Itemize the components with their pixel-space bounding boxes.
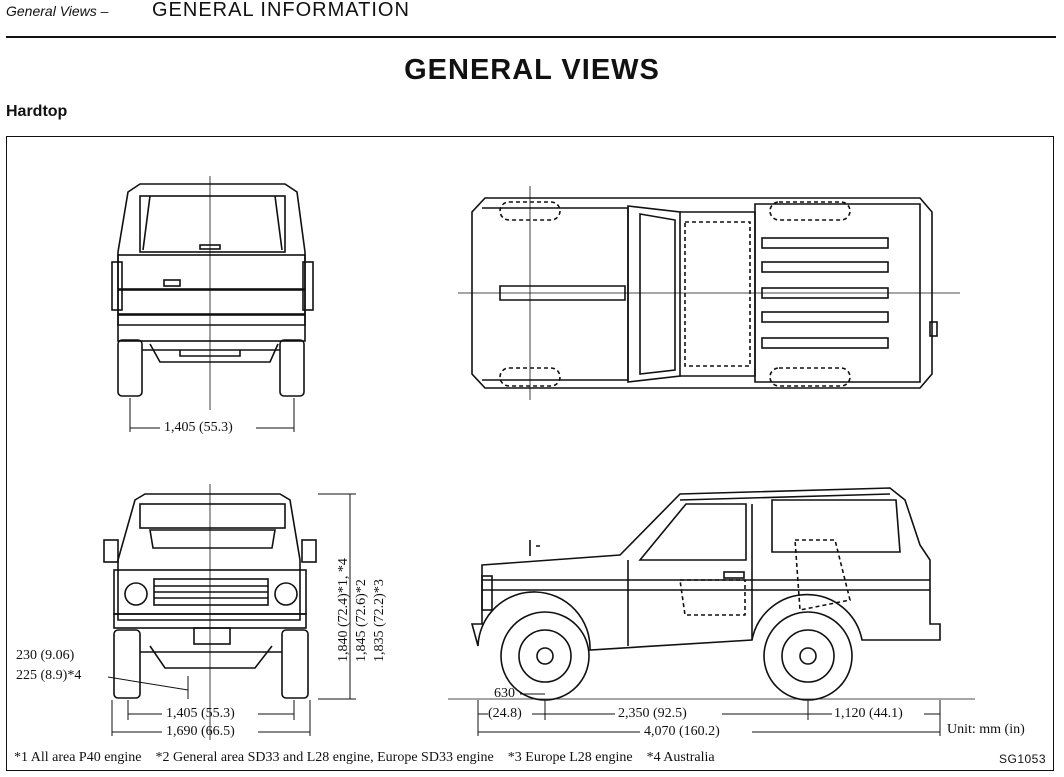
page-title: GENERAL VIEWS	[404, 54, 660, 86]
page-header: General Views – GENERAL INFORMATION	[6, 0, 1056, 38]
dim-overall-length: 4,070 (160.2)	[644, 724, 720, 739]
dimension-lines	[107, 398, 941, 736]
dim-height-2: 1,845 (72.6)*2	[354, 579, 369, 662]
footnote-1: *1 All area P40 engine	[14, 750, 142, 765]
front-view-drawing	[103, 484, 317, 740]
side-view-drawing	[448, 487, 975, 701]
dim-wheelbase: 2,350 (92.5)	[618, 706, 687, 721]
header-section: General Views –	[6, 3, 109, 19]
rear-view-drawing	[111, 176, 314, 410]
footnotes: *1 All area P40 engine *2 General area S…	[14, 750, 715, 766]
footnote-2: *2 General area SD33 and L28 engine, Eur…	[155, 750, 494, 765]
footnote-3: *3 Europe L28 engine	[507, 750, 633, 765]
dim-rear-overhang: 1,120 (44.1)	[834, 706, 903, 721]
dim-ground-clearance-1: 230 (9.06)	[16, 648, 75, 663]
footnote-4: *4 Australia	[646, 750, 715, 765]
dim-front-overhang-in: (24.8)	[488, 706, 522, 721]
dim-overall-width: 1,690 (66.5)	[166, 724, 235, 739]
dim-height-1: 1,840 (72.4)*1, *4	[336, 558, 351, 662]
dim-front-track: 1,405 (55.3)	[166, 706, 235, 721]
figure-code: SG1053	[999, 752, 1047, 766]
dim-ground-clearance-2: 225 (8.9)*4	[16, 668, 82, 683]
header-title: GENERAL INFORMATION	[152, 0, 410, 21]
top-view-drawing	[458, 186, 960, 400]
dim-front-overhang-mm: 630	[494, 686, 515, 701]
dim-height-3: 1,835 (72.2)*3	[372, 579, 387, 662]
dim-rear-track: 1,405 (55.3)	[164, 420, 233, 435]
subtitle-hardtop: Hardtop	[6, 103, 68, 120]
unit-note: Unit: mm (in)	[947, 722, 1025, 737]
drawing-frame	[6, 136, 1054, 771]
